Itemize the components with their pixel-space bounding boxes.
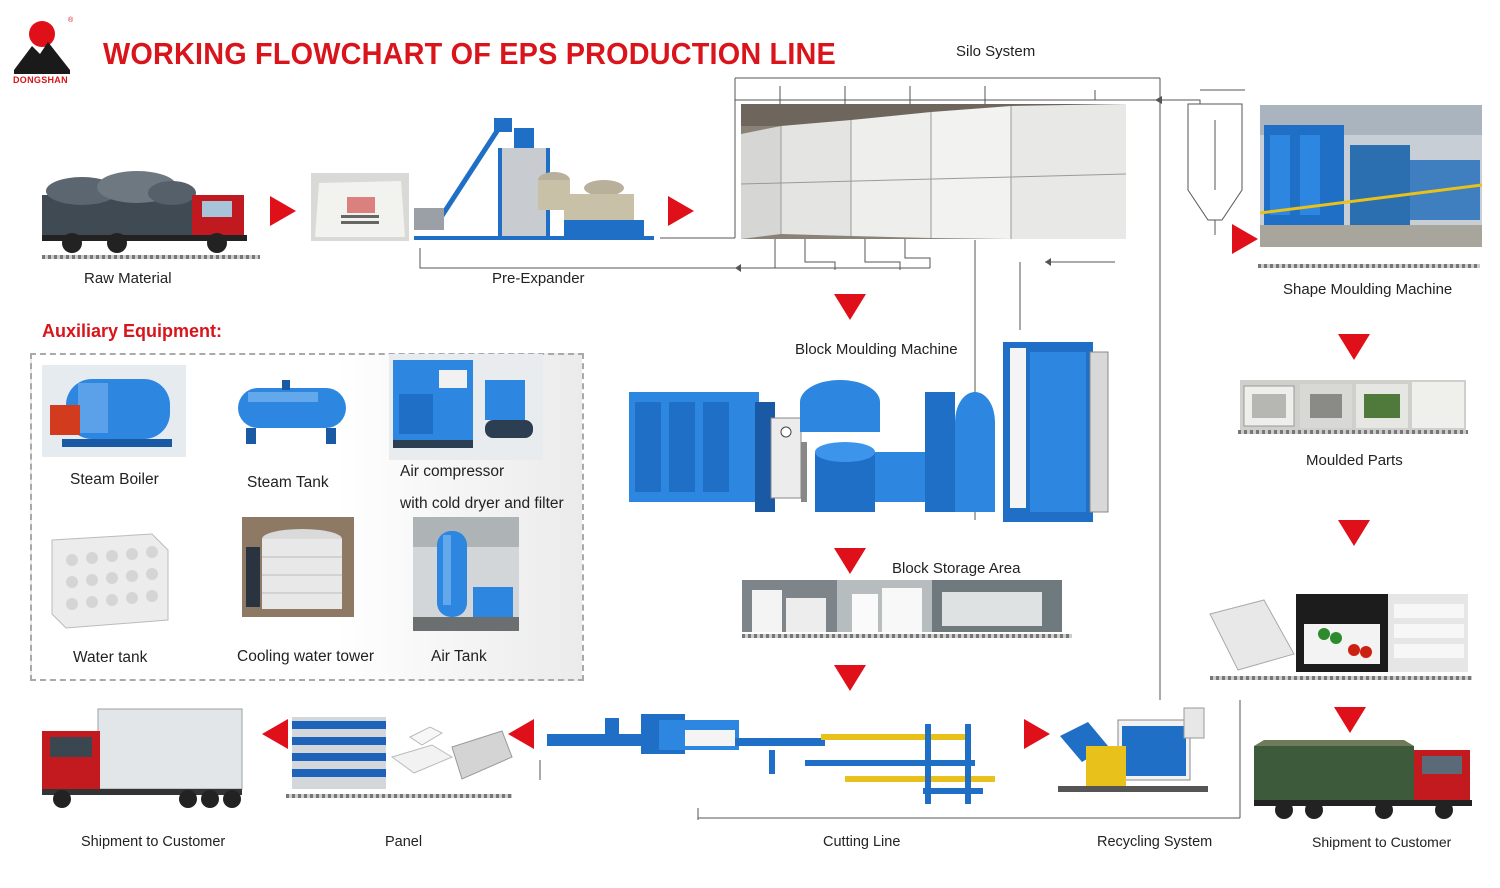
shipment-truck-left-image xyxy=(38,705,244,809)
moulded-parts-image xyxy=(1240,380,1466,430)
block-moulding-machine-image xyxy=(625,322,1115,524)
pre-expander-label: Pre-Expander xyxy=(492,270,585,287)
water-tank-label: Water tank xyxy=(73,649,148,666)
steam-boiler-label: Steam Boiler xyxy=(70,471,159,488)
pre-expander-image xyxy=(414,108,660,246)
block-storage-label: Block Storage Area xyxy=(892,560,1021,577)
packaging-products-image xyxy=(1204,594,1468,672)
arrow-right-icon xyxy=(668,196,694,226)
cutting-line-label: Cutting Line xyxy=(823,834,901,850)
arrow-right-icon xyxy=(1232,224,1258,254)
company-logo: ® xyxy=(10,14,74,76)
logo-text: DONGSHAN xyxy=(13,75,68,85)
silo-system-image xyxy=(741,104,1126,239)
logo-registered: ® xyxy=(68,16,74,24)
arrow-left-icon xyxy=(262,719,288,749)
steam-tank-image xyxy=(232,380,352,448)
block-moulding-label: Block Moulding Machine xyxy=(795,341,958,358)
air-compressor-label-line2: with cold dryer and filter xyxy=(400,495,564,512)
arrow-down-icon xyxy=(834,665,866,691)
shipment-right-label: Shipment to Customer xyxy=(1312,834,1452,850)
panel-label: Panel xyxy=(385,834,423,850)
logo-mark-icon: ® xyxy=(14,16,74,74)
arrow-right-icon xyxy=(270,196,296,226)
raw-material-truck-image xyxy=(42,165,260,255)
arrow-down-icon xyxy=(834,294,866,320)
moulded-parts-label: Moulded Parts xyxy=(1306,452,1403,469)
steam-boiler-image xyxy=(42,365,186,457)
air-tank-label: Air Tank xyxy=(431,648,487,665)
arrow-down-icon xyxy=(1338,334,1370,360)
panel-image xyxy=(292,717,514,789)
raw-material-label: Raw Material xyxy=(84,270,172,287)
air-compressor-label-line1: Air compressor xyxy=(400,463,505,480)
steam-tank-label: Steam Tank xyxy=(247,474,329,491)
water-tank-image xyxy=(42,530,174,634)
shape-moulding-machine-image xyxy=(1260,105,1482,247)
air-compressor-image xyxy=(389,354,543,460)
shipment-left-label: Shipment to Customer xyxy=(81,834,226,850)
air-tank-image xyxy=(413,517,519,631)
arrow-left-icon xyxy=(508,719,534,749)
shape-moulding-label: Shape Moulding Machine xyxy=(1283,281,1453,298)
page-title: WORKING FLOWCHART OF EPS PRODUCTION LINE xyxy=(103,36,836,71)
shipment-truck-right-image xyxy=(1254,740,1476,820)
cooling-tower-image xyxy=(242,517,354,617)
arrow-down-icon xyxy=(1338,520,1370,546)
auxiliary-title: Auxiliary Equipment: xyxy=(42,321,223,341)
cooling-tower-label: Cooling water tower xyxy=(237,648,374,665)
hopper-image xyxy=(1186,100,1244,235)
recycling-system-image xyxy=(1058,706,1218,798)
arrow-down-icon xyxy=(834,548,866,574)
arrow-right-icon xyxy=(1024,719,1050,749)
arrow-down-icon xyxy=(1334,707,1366,733)
cutting-line-image xyxy=(545,710,1011,808)
raw-material-bags-image xyxy=(311,173,409,241)
block-storage-image xyxy=(742,580,1062,632)
recycling-label: Recycling System xyxy=(1097,834,1213,850)
silo-system-label: Silo System xyxy=(956,43,1036,60)
